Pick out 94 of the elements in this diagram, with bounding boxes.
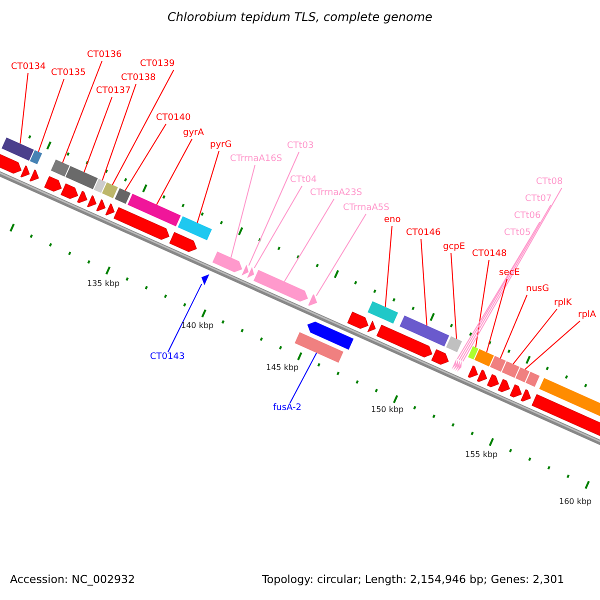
gene-label: secE [499,268,520,279]
genome-info-text: Topology: circular; Length: 2,154,946 bp; Genes: 2,301 [262,574,564,585]
gene-label: CT0134 [11,62,46,73]
leader-line [316,214,366,296]
gene-bar [30,150,42,164]
leader-line [462,188,562,362]
gene-label: nusG [526,284,550,295]
gene-label: CTrrnaA5S [343,203,390,214]
leader-line [458,222,540,360]
gene-feature [201,274,210,286]
leader-line [124,124,166,192]
leader-line [254,186,302,269]
gene-bar [66,166,98,190]
gene-bar [2,138,34,161]
leader-line [248,152,300,266]
gene-label: fusA-2 [273,403,302,414]
gene-feature [212,252,242,272]
gene-feature [455,360,460,372]
gene-label: CTt03 [287,141,314,152]
leader-line [460,204,552,361]
gene-label: gcpE [443,242,466,253]
gene-feature [452,358,456,370]
gene-label: CT0136 [87,50,122,61]
leader-line [196,150,220,224]
gene-bar [468,346,478,360]
gene-bar [446,336,462,352]
gene-bar [94,178,106,193]
leader-line [450,252,457,340]
gene-label: CT0139 [140,59,175,70]
leader-line [420,238,428,326]
gene-label: CTt05 [504,228,531,239]
scale-label: 140 kbp [181,320,214,331]
gene-bar [294,332,344,363]
gene-feature [453,359,458,370]
gene-label: CTt07 [525,194,552,205]
gene-label: gyrA [183,128,204,139]
gene-label: CTrrnaA23S [310,188,362,199]
leader-line [456,238,530,360]
gene-bar [114,188,131,204]
gene-label: CTt04 [290,175,317,186]
scale-label: 160 kbp [559,496,592,507]
gene-label: CT0137 [96,86,131,97]
gene-bar [178,216,212,240]
leader-line [84,96,112,173]
scale-label: 145 kbp [266,362,299,373]
gene-label: CTt06 [514,211,541,222]
leader-line [524,320,580,370]
gene-label: rplK [554,298,572,309]
gene-label: CTrrnaA16S [230,154,282,165]
leader-line [290,352,318,404]
gene-label: pyrG [210,140,232,151]
gene-bar [368,301,398,324]
gene-bar [102,182,118,198]
leader-line [112,70,174,186]
scale-label: 155 kbp [465,449,498,460]
scale-label: 135 kbp [87,278,120,289]
gene-bar [128,194,181,226]
leader-line [284,198,334,282]
gene-feature [308,294,318,306]
gene-label: CTt08 [536,177,563,188]
gene-feature [254,270,308,302]
leader-line [62,60,102,164]
gene-label: CT0135 [51,68,86,79]
leader-line [500,294,528,359]
leader-line [102,84,136,181]
gene-feature [457,360,462,372]
gene-bar [516,367,530,382]
leader-line [486,278,508,353]
leader-line [156,138,192,206]
gene-label: eno [384,215,401,226]
gene-feature [242,264,249,276]
gene-bar [490,356,506,372]
scale-label: 150 kbp [371,404,404,415]
leader-line [38,78,64,152]
title: Chlorobium tepidum TLS, complete genome [166,10,434,25]
leader-line [384,226,392,308]
accession-text: Accession: NC_002932 [10,574,136,585]
leader-line [168,283,202,352]
gene-label: rplA [578,310,596,321]
leader-line [20,72,28,144]
gene-label: CT0143 [150,352,185,363]
gene-bar [400,316,450,346]
gene-label: CT0138 [121,73,156,84]
gene-bar [502,361,520,378]
gene-label: CT0148 [472,249,507,260]
gene-label: CT0140 [156,113,191,124]
leader-line [230,164,256,258]
gene-label: CT0146 [406,228,441,239]
gene-bar [50,160,70,177]
gene-bar [474,349,494,366]
leader-line [475,260,490,348]
gene-feature [247,267,254,278]
gene-bar [526,372,540,387]
leader-line [512,308,558,365]
